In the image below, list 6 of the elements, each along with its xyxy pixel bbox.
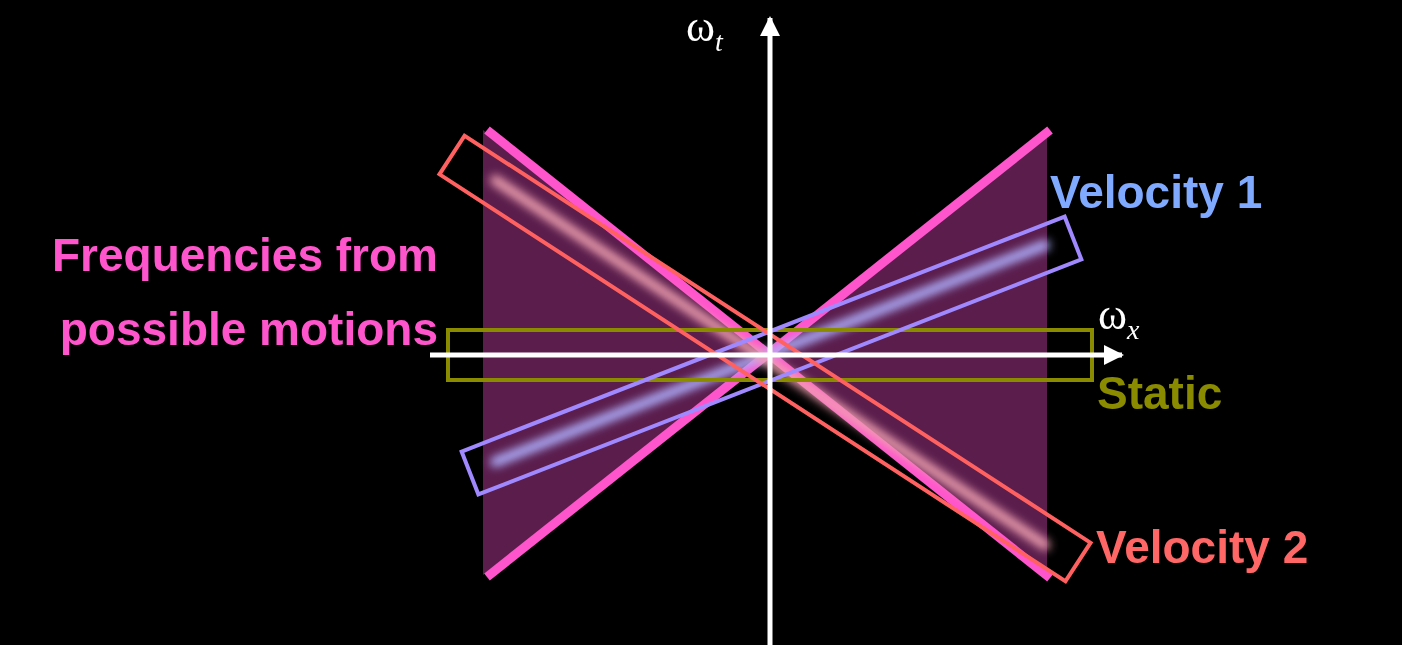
- band-label: Velocity 1: [1050, 165, 1263, 220]
- axis-label: ω$_{t}$: [686, 2, 723, 59]
- band-label: Velocity 2: [1096, 520, 1309, 575]
- annotation-text: Frequencies from possible motions: [51, 228, 438, 357]
- band-label: Static: [1097, 366, 1223, 421]
- axis-label: ω$_{x}$: [1098, 290, 1140, 347]
